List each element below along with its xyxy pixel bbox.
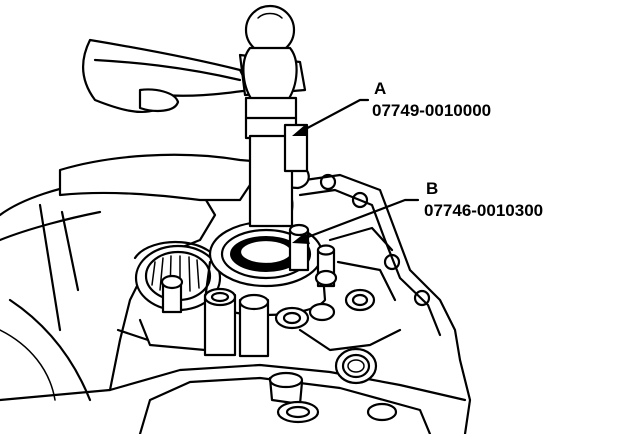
leader-b: [292, 198, 420, 244]
callout-b: B 07746-0010300: [424, 179, 543, 220]
callout-a: A 07749-0010000: [372, 79, 491, 120]
tool-a-handle: [242, 4, 309, 228]
callout-a-part-number: 07749-0010000: [372, 101, 491, 120]
callout-a-letter: A: [374, 79, 386, 98]
callout-b-letter: B: [426, 179, 438, 198]
callout-b-part-number: 07746-0010300: [424, 201, 543, 220]
transmission-housing: [0, 173, 472, 434]
leader-a: [292, 98, 370, 136]
